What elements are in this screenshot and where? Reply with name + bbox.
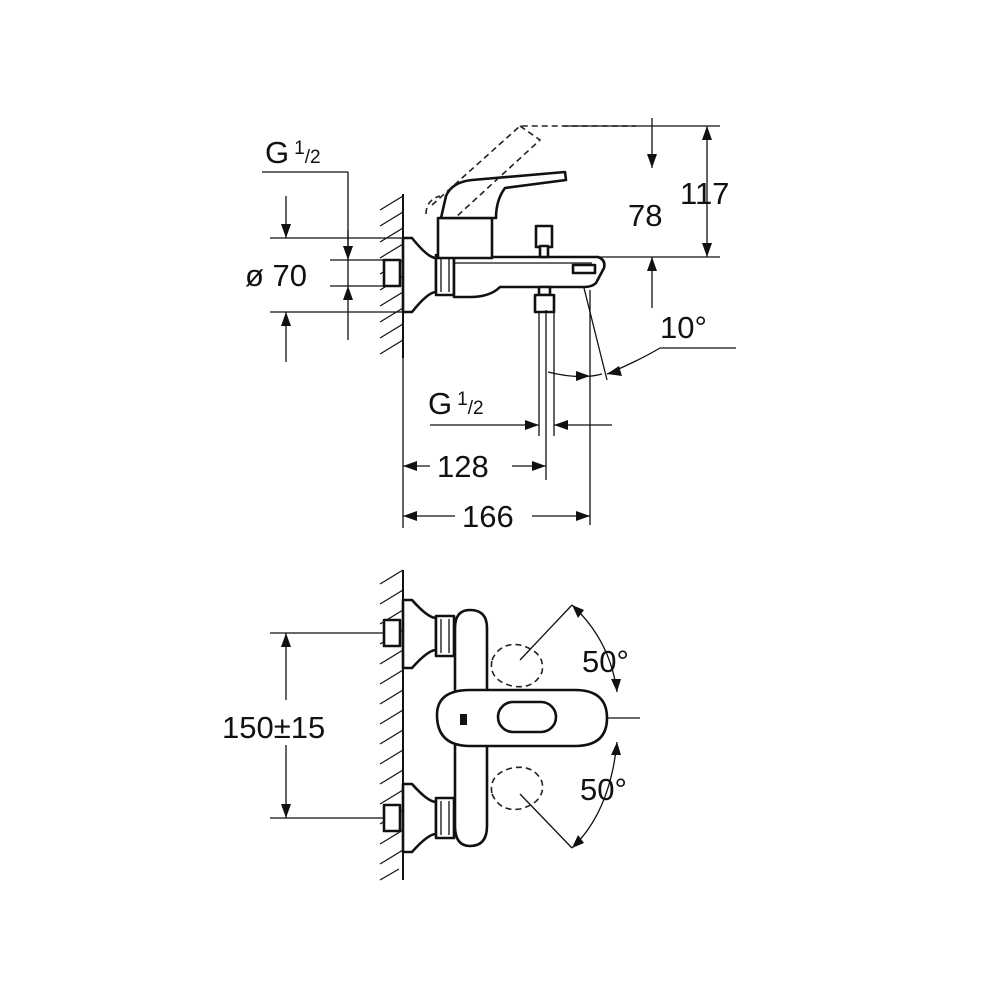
height-lever-label: 78 (628, 198, 662, 233)
upper-connector-front (382, 598, 456, 670)
lever-front (435, 688, 609, 748)
center-distance-label: 150±15 (222, 710, 325, 745)
mixer-body-side (436, 216, 606, 314)
length-outlet-label: 128 (437, 449, 489, 484)
length-total-dimension (403, 511, 590, 521)
thread-top-dimension (262, 171, 403, 362)
outlet-lines (402, 287, 608, 528)
angle-up-label: 50° (582, 644, 629, 679)
angle-spout-dimension (547, 347, 736, 381)
center-distance-dimension (270, 632, 384, 819)
height-dimensions (564, 118, 720, 308)
lever-side (425, 125, 636, 220)
angle-dimensions-front (571, 604, 640, 849)
front-view: 150±15 50° 50° (222, 569, 640, 881)
lower-connector-front (382, 782, 456, 854)
height-total-label: 117 (680, 176, 729, 211)
lever-ghost-positions (490, 604, 573, 849)
side-view: G1/2 ø 70 78 117 10° G1/2 128 166 (245, 118, 736, 534)
wall-front (379, 569, 404, 881)
length-outlet-dimension (403, 461, 546, 471)
length-total-label: 166 (462, 499, 514, 534)
angle-down-label: 50° (580, 772, 627, 807)
diameter-label: ø 70 (245, 258, 307, 293)
angle-spout-label: 10° (660, 310, 707, 345)
wall-connector-side (382, 236, 456, 314)
thread-bottom-dimension (430, 420, 612, 430)
